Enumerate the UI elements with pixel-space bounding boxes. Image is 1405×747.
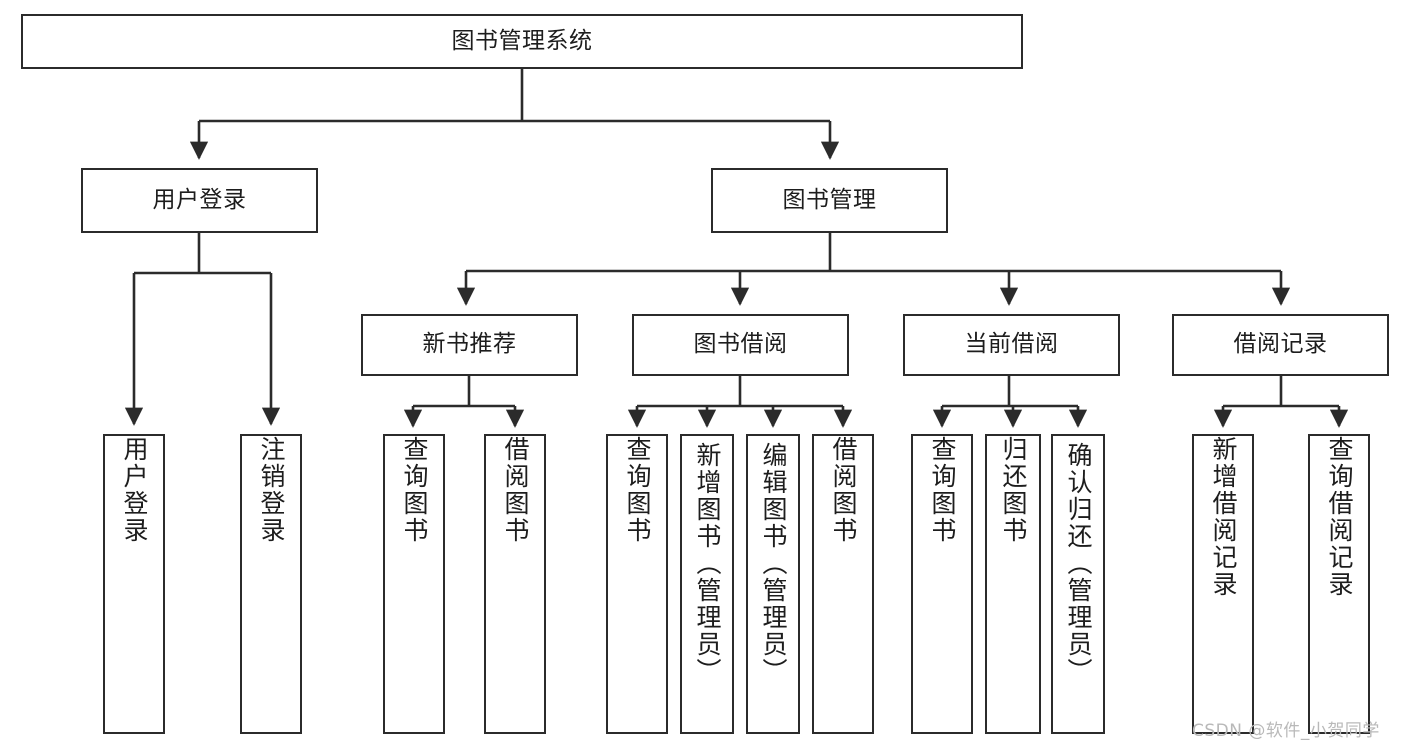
node-leaf-borrow-book[interactable]: 借阅图书: [812, 434, 874, 734]
node-root[interactable]: 图书管理系统: [21, 14, 1023, 69]
node-leaf-query-book-rec-label: 查询图书: [400, 436, 429, 544]
node-current-borrow[interactable]: 当前借阅: [903, 314, 1120, 376]
node-leaf-return-book[interactable]: 归还图书: [985, 434, 1041, 734]
node-leaf-query-book-rec[interactable]: 查询图书: [383, 434, 445, 734]
node-borrow-record-label: 借阅记录: [1233, 331, 1328, 358]
node-leaf-confirm-return-admin-label: 确认归还（管理员）: [1064, 442, 1093, 685]
node-new-book-recommend-label: 新书推荐: [422, 331, 517, 358]
node-leaf-query-borrow-record-label: 查询借阅记录: [1325, 436, 1354, 598]
node-leaf-query-book-borrow[interactable]: 查询图书: [606, 434, 668, 734]
node-book-borrow-label: 图书借阅: [693, 331, 788, 358]
node-leaf-user-login[interactable]: 用户登录: [103, 434, 165, 734]
node-leaf-query-book-borrow-label: 查询图书: [623, 436, 652, 544]
node-leaf-return-book-label: 归还图书: [999, 436, 1028, 544]
node-user-login[interactable]: 用户登录: [81, 168, 318, 233]
node-leaf-borrow-book-label: 借阅图书: [829, 436, 858, 544]
node-leaf-query-book-current[interactable]: 查询图书: [911, 434, 973, 734]
node-user-login-label: 用户登录: [152, 186, 247, 213]
node-leaf-logout[interactable]: 注销登录: [240, 434, 302, 734]
node-borrow-record[interactable]: 借阅记录: [1172, 314, 1389, 376]
node-leaf-confirm-return-admin[interactable]: 确认归还（管理员）: [1051, 434, 1105, 734]
node-book-management-label: 图书管理: [782, 186, 877, 213]
node-leaf-logout-label: 注销登录: [257, 436, 286, 544]
csdn-watermark: CSDN @软件_小贺同学: [1192, 721, 1380, 741]
node-leaf-borrow-book-rec[interactable]: 借阅图书: [484, 434, 546, 734]
node-leaf-query-book-current-label: 查询图书: [928, 436, 957, 544]
node-leaf-add-borrow-record[interactable]: 新增借阅记录: [1192, 434, 1254, 734]
node-book-borrow[interactable]: 图书借阅: [632, 314, 849, 376]
node-new-book-recommend[interactable]: 新书推荐: [361, 314, 578, 376]
node-leaf-add-borrow-record-label: 新增借阅记录: [1209, 436, 1238, 598]
node-leaf-query-borrow-record[interactable]: 查询借阅记录: [1308, 434, 1370, 734]
node-leaf-borrow-book-rec-label: 借阅图书: [501, 436, 530, 544]
node-leaf-edit-book-admin-label: 编辑图书（管理员）: [759, 442, 788, 685]
node-leaf-edit-book-admin[interactable]: 编辑图书（管理员）: [746, 434, 800, 734]
node-leaf-add-book-admin-label: 新增图书（管理员）: [693, 442, 722, 685]
node-leaf-user-login-label: 用户登录: [120, 436, 149, 544]
node-current-borrow-label: 当前借阅: [964, 331, 1059, 358]
node-root-label: 图书管理系统: [451, 27, 593, 54]
node-leaf-add-book-admin[interactable]: 新增图书（管理员）: [680, 434, 734, 734]
node-book-management[interactable]: 图书管理: [711, 168, 948, 233]
